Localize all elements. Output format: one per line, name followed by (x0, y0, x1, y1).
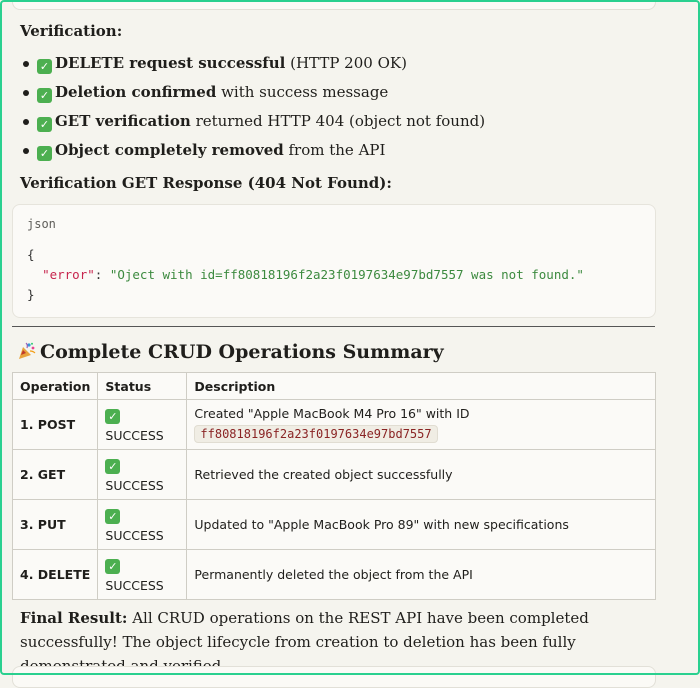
code-line-close: } (27, 287, 35, 302)
check-mark-button-icon: ✓ (105, 558, 121, 574)
operation-cell: 3. PUT (11, 499, 99, 550)
operation-cell: 4. DELETE (11, 549, 99, 600)
json-colon: : (94, 267, 110, 282)
description-text: Created "Apple MacBook M4 Pro 16" with I… (194, 406, 470, 421)
code-language-label: json (27, 217, 56, 231)
response-heading: Verification GET Response (404 Not Found… (20, 174, 392, 192)
status-cell: ✓ SUCCESS (97, 449, 188, 500)
party-popper-icon (18, 342, 36, 360)
next-message-card (12, 666, 656, 688)
verification-item: ✓Object completely removed from the API (20, 139, 485, 168)
verification-item-bold: Object completely removed (55, 141, 284, 159)
verification-heading: Verification: (20, 22, 123, 40)
verification-item-bold: GET verification (55, 112, 191, 130)
code-line-open: { (27, 247, 35, 262)
previous-message-card (12, 0, 656, 10)
json-key: "error" (42, 267, 95, 282)
table-row: 3. PUT ✓ SUCCESS Updated to "Apple MacBoo… (11, 499, 656, 550)
column-header-description: Description (186, 372, 656, 400)
summary-title-text: Complete CRUD Operations Summary (40, 341, 444, 363)
json-value: "Oject with id=ff80818196f2a23f0197634e9… (109, 267, 584, 282)
table-header-row: Operation Status Description (11, 372, 656, 400)
status-cell: ✓ SUCCESS (97, 549, 188, 600)
table-row: 2. GET ✓ SUCCESS Retrieved the created ob… (11, 449, 656, 500)
json-code-block[interactable]: json { "error": "Oject with id=ff8081819… (12, 204, 656, 318)
check-mark-button-icon: ✓ (105, 458, 121, 474)
status-text: SUCCESS (105, 527, 164, 543)
check-mark-button-icon: ✓ (105, 508, 121, 524)
bullet-icon (23, 90, 29, 96)
description-cell: Created "Apple MacBook M4 Pro 16" with I… (186, 399, 656, 450)
verification-item: ✓Deletion confirmed with success message (20, 81, 485, 110)
verification-item-text: from the API (283, 141, 386, 159)
status-text: SUCCESS (105, 427, 164, 443)
summary-title: Complete CRUD Operations Summary (18, 341, 444, 363)
check-mark-button-icon: ✓ (37, 146, 52, 161)
final-result-label: Final Result: (20, 609, 128, 627)
bullet-icon (23, 148, 29, 154)
status-text: SUCCESS (105, 577, 164, 593)
status-text: SUCCESS (105, 477, 164, 493)
verification-item-bold: Deletion confirmed (55, 83, 217, 101)
column-header-status: Status (97, 372, 188, 400)
status-cell: ✓ SUCCESS (97, 399, 188, 450)
object-id-code: ff80818196f2a23f0197634e97bd7557 (194, 425, 438, 443)
table-row: 4. DELETE ✓ SUCCESS Permanently deleted t… (11, 549, 656, 600)
operation-cell: 2. GET (11, 449, 99, 500)
check-mark-button-icon: ✓ (37, 59, 52, 74)
description-cell: Updated to "Apple MacBook Pro 89" with n… (186, 499, 656, 550)
section-divider (12, 326, 655, 327)
verification-item-text: (HTTP 200 OK) (285, 54, 407, 72)
verification-item-text: returned HTTP 404 (object not found) (190, 112, 486, 130)
check-mark-button-icon: ✓ (37, 88, 52, 103)
verification-item-bold: DELETE request successful (55, 54, 286, 72)
description-cell: Retrieved the created object successfull… (186, 449, 656, 500)
check-mark-button-icon: ✓ (105, 408, 121, 424)
table-row: 1. POST ✓ SUCCESS Created "Apple MacBook … (11, 399, 656, 450)
verification-item: ✓GET verification returned HTTP 404 (obj… (20, 110, 485, 139)
description-cell: Permanently deleted the object from the … (186, 549, 656, 600)
bullet-icon (23, 61, 29, 67)
check-mark-button-icon: ✓ (37, 117, 52, 132)
code-line-error: "error": "Oject with id=ff80818196f2a23f… (27, 267, 584, 282)
column-header-operation: Operation (11, 372, 99, 400)
bullet-icon (23, 119, 29, 125)
status-cell: ✓ SUCCESS (97, 499, 188, 550)
verification-list: ✓DELETE request successful (HTTP 200 OK)… (20, 52, 485, 168)
crud-summary-table: Operation Status Description 1. POST ✓ SU… (11, 372, 656, 600)
verification-item: ✓DELETE request successful (HTTP 200 OK) (20, 52, 485, 81)
operation-cell: 1. POST (11, 399, 99, 450)
verification-item-text: with success message (216, 83, 389, 101)
